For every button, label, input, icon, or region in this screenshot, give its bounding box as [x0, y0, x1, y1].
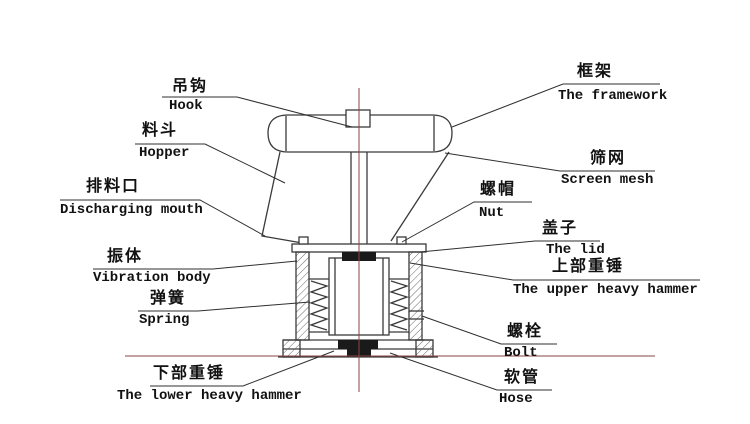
- leader-hopper: [135, 143, 286, 184]
- label-bolt-cn: 螺栓: [507, 321, 544, 340]
- label-nut-en: Nut: [479, 205, 505, 221]
- label-hopper-cn: 料斗: [142, 120, 179, 139]
- leader-screen-mesh: [444, 152, 655, 172]
- spring-right-coil: [388, 280, 410, 331]
- label-hose-cn: 软管: [504, 367, 541, 386]
- label-vibration-body-cn: 振体: [107, 246, 144, 265]
- base-foot-left: [282, 339, 301, 358]
- label-spring-en: Spring: [139, 312, 190, 328]
- leader-hook: [162, 96, 353, 128]
- spring-left-coil: [308, 280, 330, 331]
- body-wall-left: [295, 251, 310, 341]
- sieve-frame-outline: [267, 114, 453, 153]
- label-upper-heavy-hammer-cn: 上部重锤: [552, 256, 625, 275]
- leader-vibration-body: [93, 260, 298, 270]
- label-hose-en: Hose: [499, 391, 533, 407]
- body-wall-right: [408, 251, 423, 341]
- label-hopper-en: Hopper: [139, 145, 190, 161]
- label-framework-cn: 框架: [577, 61, 614, 80]
- leader-nut: [401, 201, 532, 243]
- leader-lid: [419, 240, 600, 253]
- label-vibration-body-en: Vibration body: [93, 270, 211, 286]
- leader-framework: [451, 83, 660, 128]
- leader-spring: [138, 301, 311, 312]
- machine-drawing: [261, 109, 453, 358]
- label-screen-mesh-cn: 筛网: [590, 148, 627, 167]
- leader-lower-heavy-hammer: [150, 350, 335, 387]
- label-lid-cn: 盖子: [542, 218, 579, 237]
- label-lower-heavy-hammer-en: The lower heavy hammer: [117, 388, 302, 404]
- centerlines: [125, 88, 655, 392]
- hopper-right-edge: [390, 151, 450, 242]
- leader-discharging-mouth: [60, 199, 266, 237]
- label-hook-en: Hook: [169, 98, 203, 114]
- label-discharging-mouth-en: Discharging mouth: [60, 202, 203, 218]
- lower-heavy-hammer-part: [338, 340, 378, 349]
- label-screen-mesh-en: Screen mesh: [561, 172, 654, 188]
- nut-block-left: [298, 236, 309, 245]
- label-lower-heavy-hammer-cn: 下部重锤: [153, 363, 226, 382]
- leader-bolt: [421, 315, 557, 345]
- label-upper-heavy-hammer-en: The upper heavy hammer: [513, 282, 698, 298]
- label-lid-en: The lid: [546, 242, 605, 258]
- label-spring-cn: 弹簧: [150, 288, 187, 307]
- hook-clip: [345, 109, 371, 128]
- leader-upper-heavy-hammer: [409, 262, 700, 281]
- leader-hose: [389, 352, 552, 391]
- label-discharging-mouth-cn: 排料口: [86, 176, 141, 195]
- label-hook-cn: 吊钩: [172, 76, 209, 95]
- leader-lines: [60, 83, 700, 391]
- label-bolt-en: Bolt: [504, 345, 538, 361]
- nut-block-right: [396, 236, 407, 245]
- hopper-left-edge: [261, 151, 309, 245]
- label-framework-en: The framework: [558, 88, 668, 104]
- base-foot-right: [415, 339, 434, 358]
- label-nut-cn: 螺帽: [480, 179, 517, 198]
